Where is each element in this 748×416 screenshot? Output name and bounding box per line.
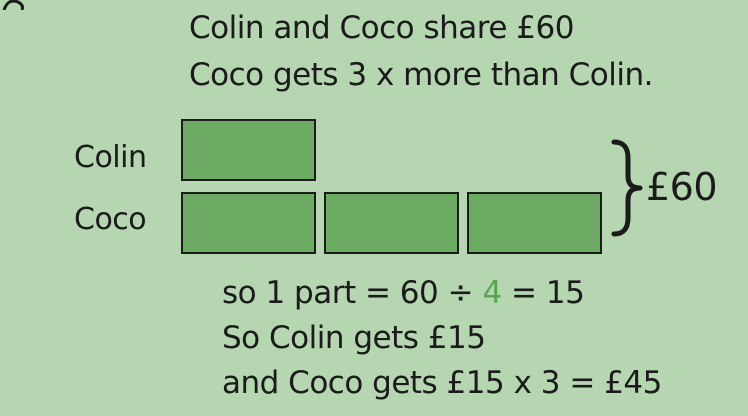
- colin-label: Colin: [74, 140, 147, 175]
- coco-bar-part-1: [181, 192, 316, 254]
- problem-line-1: Colin and Coco share £60: [189, 10, 574, 46]
- solution-line-1: so 1 part = 60 ÷ 4 = 15: [222, 275, 585, 311]
- problem-line-2: Coco gets 3 x more than Colin.: [189, 57, 653, 93]
- coco-bar-part-2: [324, 192, 459, 254]
- coco-bar-part-3: [467, 192, 602, 254]
- solution-line-1-prefix: so 1 part = 60 ÷: [222, 275, 483, 311]
- cropped-number-glyph: [2, 0, 24, 10]
- solution-line-1-suffix: = 15: [501, 275, 585, 311]
- solution-line-3: and Coco gets £15 x 3 = £45: [222, 365, 662, 401]
- colin-bar-part: [181, 119, 316, 181]
- coco-label: Coco: [74, 202, 147, 237]
- solution-line-2: So Colin gets £15: [222, 320, 486, 356]
- curly-brace: [611, 139, 643, 237]
- total-amount: £60: [646, 165, 718, 209]
- part-count-highlight: 4: [482, 275, 502, 311]
